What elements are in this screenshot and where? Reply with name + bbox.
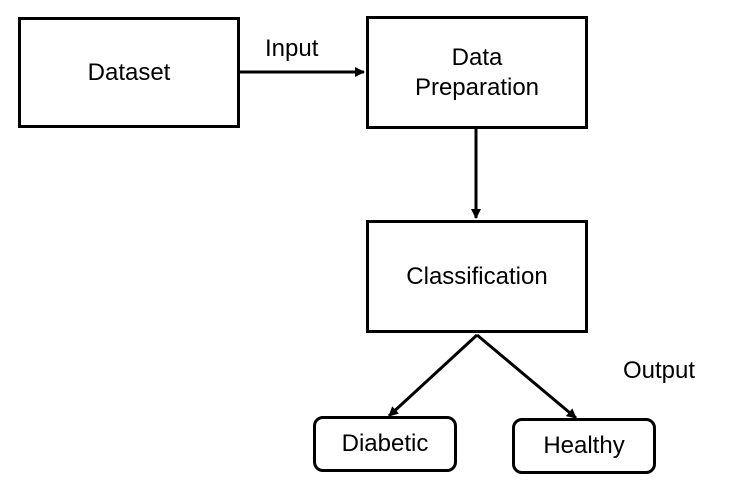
data-preparation-label-line-1: Data	[451, 43, 503, 71]
dataset-box: Dataset	[18, 17, 240, 128]
data-preparation-box: Data Preparation	[366, 16, 588, 129]
healthy-box: Healthy	[512, 418, 656, 474]
output-label: Output	[623, 357, 696, 384]
data-preparation-label-line-2: Preparation	[414, 73, 540, 101]
arrow-classification-to-diabetic	[387, 333, 479, 418]
dataset-label: Dataset	[87, 58, 171, 86]
diabetic-box: Diabetic	[313, 416, 457, 472]
input-label: Input	[265, 35, 319, 62]
classification-box: Classification	[366, 220, 588, 333]
healthy-label: Healthy	[543, 432, 625, 459]
arrow-classification-to-healthy	[476, 333, 577, 420]
classification-label: Classification	[406, 262, 548, 290]
diabetic-label: Diabetic	[341, 430, 429, 457]
